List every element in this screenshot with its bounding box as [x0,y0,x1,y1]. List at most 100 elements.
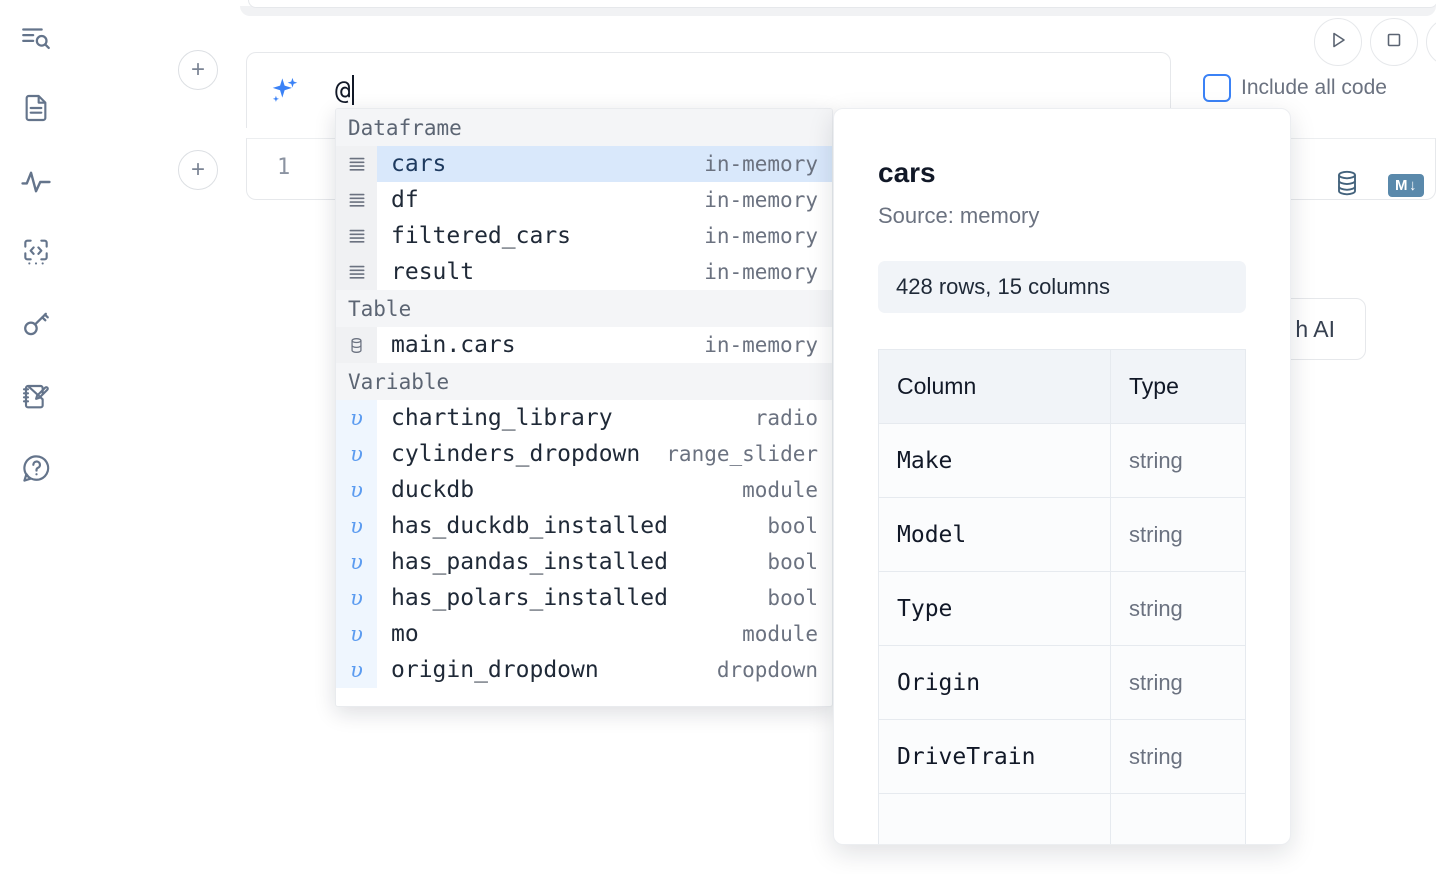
autocomplete-item-name: result [391,259,475,285]
column-name-cell: Model [878,497,1111,572]
key-secrets-icon [20,308,52,340]
autocomplete-item-type: module [742,622,818,646]
sidebar-item-help[interactable] [16,448,56,488]
square-stop-icon [1383,29,1405,56]
autocomplete-item-name: has_polars_installed [391,585,668,611]
run-cell-button[interactable] [1314,18,1362,66]
include-all-code-checkbox[interactable] [1203,74,1231,102]
autocomplete-item-name: duckdb [391,477,475,503]
column-name-cell [878,793,1111,844]
dataframe-icon [336,254,377,290]
info-title: cars [878,157,936,188]
sidebar-rail [0,0,72,874]
autocomplete-item-type: module [742,478,818,502]
autocomplete-item-name: cylinders_dropdown [391,441,641,467]
sparkles-icon [269,75,301,107]
autocomplete-item[interactable]: υ cylinders_dropdown range_slider [336,436,832,472]
variable-icon: υ [336,652,377,688]
play-icon [1326,28,1350,57]
ai-prompt-input[interactable]: @ [335,75,354,106]
column-type-cell: string [1110,571,1246,646]
more-actions-button[interactable] [1426,18,1436,66]
markdown-icon[interactable]: M↓ [1388,174,1424,197]
column-type-cell: string [1110,423,1246,498]
notebook-edit-icon [20,380,52,412]
variable-icon: υ [336,436,377,472]
dataframe-icon [336,182,377,218]
variable-icon: υ [336,508,377,544]
database-icon[interactable] [1332,168,1362,203]
include-all-code-row[interactable]: Include all code [1203,74,1387,102]
sidebar-item-secrets[interactable] [16,304,56,344]
variable-icon: υ [336,472,377,508]
info-source: Source: memory [878,203,1040,228]
autocomplete-item-type: in-memory [704,152,818,176]
text-caret [351,75,354,105]
add-cell-below-button[interactable]: + [178,150,218,190]
variable-icon: υ [336,580,377,616]
variable-icon: υ [336,400,377,436]
sidebar-item-outline-search[interactable] [16,18,56,58]
table-row-clipped [878,793,1246,844]
sidebar-item-snippets[interactable] [16,232,56,272]
line-number: 1 [277,155,291,180]
autocomplete-item[interactable]: υ origin_dropdown dropdown [336,652,832,688]
sidebar-item-scratchpad[interactable] [16,376,56,416]
autocomplete-item-type: bool [767,514,818,538]
sidebar-item-activity[interactable] [16,162,56,202]
column-name-cell: Type [878,571,1111,646]
autocomplete-section-header: Variable [336,363,832,400]
column-type-cell: string [1110,719,1246,794]
outline-search-icon [19,21,53,55]
info-shape: 428 rows, 15 columns [878,261,1246,313]
autocomplete-item-type: bool [767,550,818,574]
cell-toolbar-icons: M↓ [1332,168,1424,203]
table-icon [336,327,377,363]
include-all-code-label: Include all code [1241,76,1387,99]
autocomplete-item-type: dropdown [716,658,818,682]
autocomplete-item[interactable]: main.cars in-memory [336,327,832,363]
code-snippet-icon [20,236,52,268]
autocomplete-item-name: origin_dropdown [391,657,599,683]
column-type-cell [1110,793,1246,844]
column-type-cell: string [1110,645,1246,720]
sidebar-item-files[interactable] [16,88,56,128]
variable-icon: υ [336,544,377,580]
column-type-cell: string [1110,497,1246,572]
autocomplete-item-type: in-memory [704,333,818,357]
dataframe-icon [336,218,377,254]
cell-above-clipped [248,0,1436,8]
autocomplete-section-header: Table [336,290,832,327]
autocomplete-item-type: range_slider [666,442,818,466]
completion-info-panel: cars Source: memory 428 rows, 15 columns… [833,108,1291,845]
autocomplete-item-name: df [391,187,419,213]
stop-cell-button[interactable] [1370,18,1418,66]
autocomplete-item[interactable]: df in-memory [336,182,832,218]
column-name-cell: Origin [878,645,1111,720]
markdown-arrow: ↓ [1409,177,1417,194]
add-cell-above-button[interactable]: + [178,50,218,90]
help-chat-icon [20,452,53,485]
autocomplete-item-name: charting_library [391,405,613,431]
autocomplete-item-type: in-memory [704,188,818,212]
autocomplete-item-name: filtered_cars [391,223,572,249]
autocomplete-item-name: main.cars [391,332,516,358]
autocomplete-section-header: Dataframe [336,109,832,146]
cell-above-shadow [240,6,1436,16]
variable-icon: υ [336,616,377,652]
